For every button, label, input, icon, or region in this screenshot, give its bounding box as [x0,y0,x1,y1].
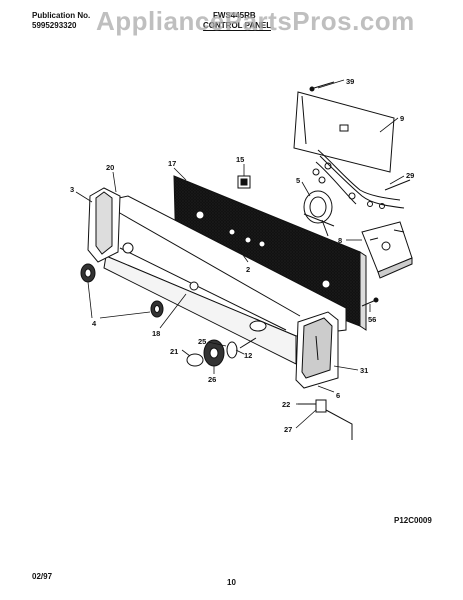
backsplash-panel [173,175,367,331]
callout-15: 15 [236,155,244,164]
figure-code: P12C0009 [394,516,432,525]
callout-9: 9 [400,114,404,123]
callout-5: 5 [296,176,300,185]
callout-3: 3 [70,185,74,194]
callout-4: 4 [92,319,97,328]
callout-26: 26 [208,375,216,384]
callout-21: 21 [170,347,178,356]
knob-4-left [80,263,96,283]
callout-2: 2 [246,265,250,274]
end-cap-right [295,311,339,389]
callout-6: 6 [336,391,340,400]
lid-switch [298,399,353,440]
callout-27: 27 [284,425,292,434]
page-number: 10 [227,578,236,587]
screw-56 [361,297,379,307]
callout-39: 39 [346,77,354,86]
knob-4-center [150,300,164,318]
publication-number: 5995293320 [32,21,77,30]
wiring-harness-bracket [293,91,411,209]
callout-12: 12 [244,351,252,360]
callout-18: 18 [152,329,160,338]
callout-22: 22 [282,400,290,409]
callout-8: 8 [338,236,342,245]
footer-date: 02/97 [32,572,53,581]
model-number: FWS445RB [213,11,256,20]
end-cap-left [87,187,121,263]
callout-56: 56 [368,315,376,324]
timer-motor [303,190,335,237]
publication-label: Publication No. [32,11,91,20]
section-title: CONTROL PANEL [203,21,272,31]
selector-switch-15 [237,175,251,189]
timer-knob-assembly [186,337,257,367]
screw-39 [309,81,335,92]
watermark: AppliancePartsPros.com [96,6,415,36]
callout-25: 25 [198,337,206,346]
callout-20: 20 [106,163,114,172]
callout-31: 31 [360,366,368,375]
callout-17: 17 [168,159,176,168]
control-box [361,221,413,279]
callout-29: 29 [406,171,414,180]
